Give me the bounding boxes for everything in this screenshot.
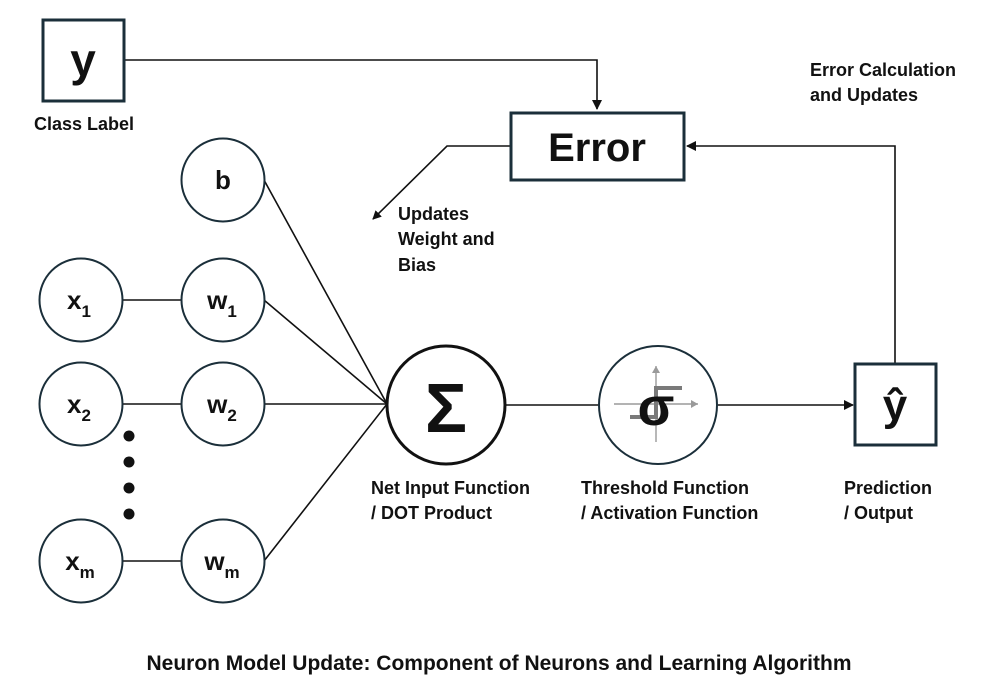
weight-node-w2: w2 [180, 361, 266, 447]
input-node-xm: xm [38, 518, 124, 604]
threshold-caption-line2: / Activation Function [581, 503, 758, 523]
w1-circle [180, 257, 266, 343]
w1-label: w1 [206, 285, 237, 321]
activation-node: σ [598, 345, 718, 465]
sum-node: Σ [385, 344, 507, 466]
bias-node: b [180, 137, 266, 223]
ellipsis-dot [123, 430, 135, 442]
edges [123, 59, 896, 562]
error-label: Error [548, 126, 646, 170]
x1-label: x1 [67, 285, 91, 321]
step-function-icon [614, 366, 698, 442]
diagram-title: Neuron Model Update: Component of Neuron… [146, 652, 851, 675]
input-node-x1: x1 [38, 257, 124, 343]
edge-wm-sum [263, 403, 388, 562]
error-node: Error [509, 111, 686, 182]
error-calc-caption-line1: Error Calculation [810, 60, 956, 80]
xm-label: xm [65, 546, 95, 582]
sum-symbol: Σ [425, 369, 467, 447]
prediction-symbol: ŷ [883, 381, 908, 430]
error-box [509, 111, 686, 182]
edge-prediction-error [686, 141, 896, 363]
prediction-caption-line2: / Output [844, 503, 913, 523]
class-label-symbol: y [70, 34, 96, 86]
weight-node-w1: w1 [180, 257, 266, 343]
bias-label: b [215, 165, 231, 195]
edge-b-sum [263, 179, 388, 405]
w2-circle [180, 361, 266, 447]
prediction-caption-line1: Prediction [844, 478, 932, 498]
x2-circle [38, 361, 124, 447]
error-calc-caption-line2: and Updates [810, 85, 918, 105]
net-input-caption-line2: / DOT Product [371, 503, 492, 523]
ellipsis-dots [123, 430, 135, 520]
threshold-caption-line1: Threshold Function [581, 478, 749, 498]
class-label-node: y [41, 18, 126, 103]
class-label-box [41, 18, 126, 103]
net-input-caption-line1: Net Input Function [371, 478, 530, 498]
x1-circle [38, 257, 124, 343]
class-label-caption: Class Label [34, 114, 134, 134]
bias-circle [180, 137, 266, 223]
input-node-x2: x2 [38, 361, 124, 447]
xm-circle [38, 518, 124, 604]
prediction-box [853, 362, 938, 447]
updates-caption-line3: Bias [398, 255, 436, 275]
ellipsis-dot [123, 508, 135, 520]
updates-caption-line1: Updates [398, 204, 469, 224]
edge-error-updates [372, 145, 511, 220]
ellipsis-dot [123, 456, 135, 468]
wm-label: wm [203, 546, 239, 582]
edge-label-error [124, 59, 602, 110]
edge-w1-sum [263, 299, 388, 405]
w2-label: w2 [206, 389, 237, 425]
updates-caption-line2: Weight and [398, 229, 495, 249]
x2-label: x2 [67, 389, 91, 425]
sum-circle [385, 344, 507, 466]
weight-node-wm: wm [180, 518, 266, 604]
prediction-node: ŷ [853, 362, 938, 447]
ellipsis-dot [123, 482, 135, 494]
wm-circle [180, 518, 266, 604]
activation-symbol: σ [638, 377, 675, 437]
